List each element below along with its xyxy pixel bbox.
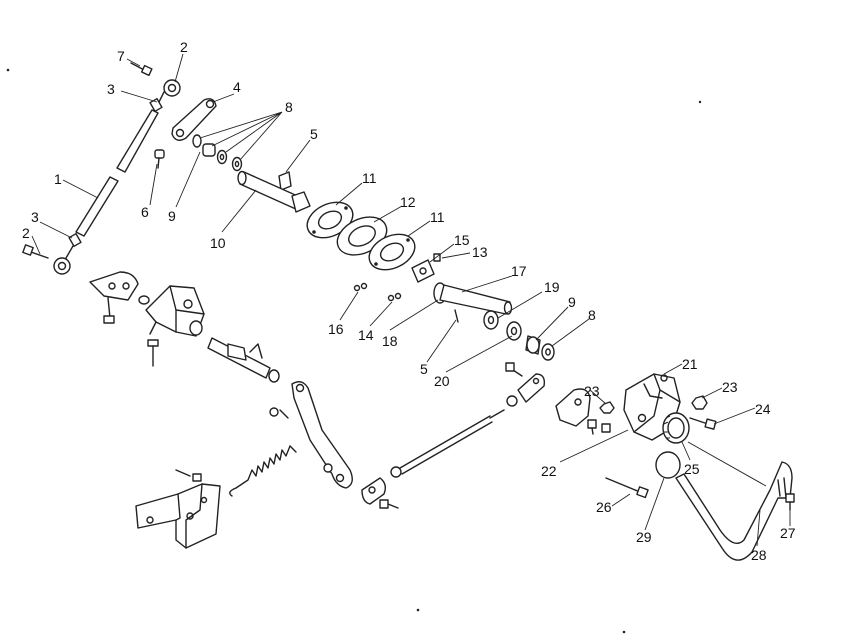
nut-23-right bbox=[691, 395, 708, 410]
callout-7: 7 bbox=[117, 48, 125, 64]
callout-29: 29 bbox=[636, 529, 652, 545]
handle-28 bbox=[675, 461, 793, 561]
callout-21: 21 bbox=[682, 356, 698, 372]
bolt-26 bbox=[605, 477, 649, 499]
collar-15 bbox=[411, 259, 435, 283]
lever-arm bbox=[269, 381, 353, 489]
callout-9: 9 bbox=[568, 294, 576, 310]
bolt-24 bbox=[689, 417, 717, 430]
callout-12: 12 bbox=[400, 194, 416, 210]
washer-mid bbox=[138, 295, 150, 305]
mount-bracket bbox=[135, 469, 221, 549]
callout-20: 20 bbox=[434, 373, 450, 389]
nut-3-bottom bbox=[68, 232, 82, 248]
upper-tube bbox=[116, 109, 159, 173]
rod-end-2-bottom bbox=[53, 245, 74, 275]
callout-15: 15 bbox=[454, 232, 470, 248]
shaft-middle bbox=[207, 337, 280, 383]
screw-13 bbox=[433, 253, 441, 262]
callout-5: 5 bbox=[310, 126, 318, 142]
control-rod bbox=[361, 409, 505, 509]
middle-linkage bbox=[89, 271, 505, 549]
key-5-top bbox=[278, 171, 292, 191]
callout-18: 18 bbox=[382, 333, 398, 349]
washer-19 bbox=[483, 310, 499, 330]
callout-16: 16 bbox=[328, 321, 344, 337]
washer-20 bbox=[506, 321, 522, 341]
pivot-bracket bbox=[145, 285, 205, 337]
small-clevis bbox=[505, 362, 546, 407]
callout-11: 11 bbox=[430, 209, 445, 225]
callout-23: 23 bbox=[584, 383, 600, 399]
link-plate-4 bbox=[171, 98, 217, 141]
callout-28: 28 bbox=[751, 547, 767, 563]
callout-22: 22 bbox=[541, 463, 557, 479]
bolt-6 bbox=[154, 149, 165, 169]
small-parts-16-14 bbox=[353, 282, 402, 302]
spring bbox=[229, 445, 297, 497]
nut-23-left bbox=[599, 401, 615, 414]
callout-27: 27 bbox=[780, 525, 796, 541]
lower-tube-1 bbox=[75, 176, 119, 237]
callout-23: 23 bbox=[722, 379, 738, 395]
callout-26: 26 bbox=[596, 499, 612, 515]
callout-1: 1 bbox=[54, 171, 62, 187]
gear-25 bbox=[662, 412, 690, 444]
callout-2: 2 bbox=[180, 39, 188, 55]
callout-5: 5 bbox=[420, 361, 428, 377]
washers-8-top bbox=[192, 134, 243, 172]
shaft-17 bbox=[433, 282, 513, 315]
right-assembly bbox=[505, 362, 795, 561]
knob-29 bbox=[655, 451, 681, 479]
callout-4: 4 bbox=[233, 79, 241, 95]
callout-3: 3 bbox=[107, 81, 115, 97]
callout-24: 24 bbox=[755, 401, 771, 417]
bushing-9 bbox=[525, 335, 541, 355]
bolt-7 bbox=[130, 62, 153, 77]
pin-5-bottom bbox=[454, 309, 459, 323]
callout-13: 13 bbox=[472, 244, 488, 260]
callout-2: 2 bbox=[22, 225, 30, 241]
callout-8: 8 bbox=[285, 99, 293, 115]
bolt-27 bbox=[785, 493, 795, 511]
lever-22 bbox=[555, 388, 597, 435]
callout-11: 11 bbox=[362, 170, 377, 186]
callout-14: 14 bbox=[358, 327, 374, 343]
callouts: 7 2 3 4 8 5 6 9 1 10 11 12 11 3 2 15 13 … bbox=[22, 39, 796, 563]
bolt-left bbox=[22, 244, 49, 259]
callout-9: 9 bbox=[168, 208, 176, 224]
callout-8: 8 bbox=[588, 307, 596, 323]
callout-6: 6 bbox=[141, 204, 149, 220]
callout-10: 10 bbox=[210, 235, 226, 251]
shaft-10 bbox=[237, 170, 311, 213]
small-bracket bbox=[89, 271, 139, 324]
plate-11-a bbox=[306, 201, 354, 239]
callout-25: 25 bbox=[684, 461, 700, 477]
plate-11-b bbox=[368, 233, 416, 271]
shaft-assembly bbox=[237, 170, 555, 361]
callout-3: 3 bbox=[31, 209, 39, 225]
callout-17: 17 bbox=[511, 263, 527, 279]
washer-8-bottom bbox=[541, 343, 555, 361]
rod-end-2-top bbox=[157, 79, 181, 105]
speck-dots bbox=[6, 68, 702, 634]
upper-linkage bbox=[22, 62, 243, 275]
bolt-22-head bbox=[601, 423, 611, 433]
bolt-lower-left bbox=[147, 339, 159, 367]
leader-lines bbox=[31, 53, 791, 547]
callout-19: 19 bbox=[544, 279, 560, 295]
